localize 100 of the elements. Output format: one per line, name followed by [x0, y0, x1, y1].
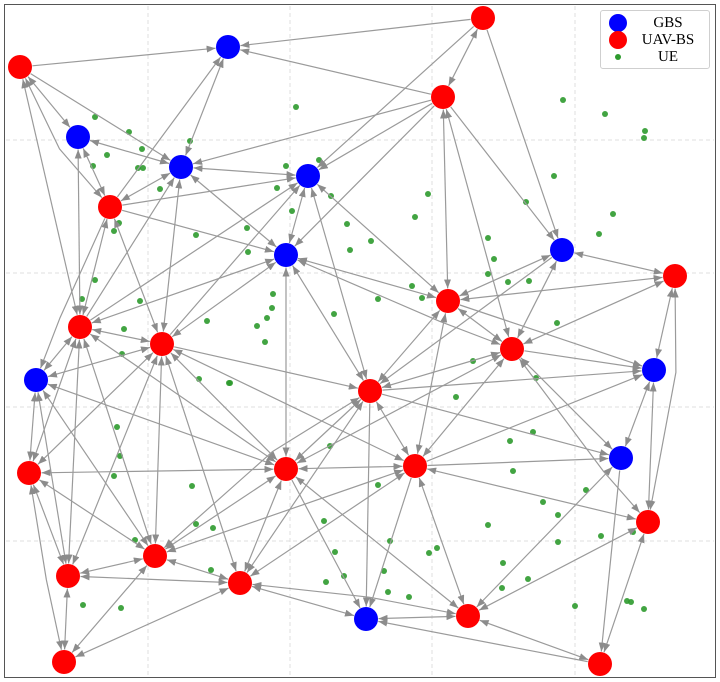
arrow — [380, 256, 552, 384]
arrow — [90, 182, 298, 321]
arrow — [378, 613, 456, 622]
arrow — [524, 350, 642, 370]
arrow — [519, 358, 640, 513]
arrow — [80, 557, 143, 575]
uav-bs-node — [17, 461, 41, 485]
arrow — [75, 588, 229, 658]
gbs-node — [216, 35, 240, 59]
uav-bs-node — [456, 604, 480, 628]
arrow — [174, 346, 358, 390]
arrow — [165, 356, 237, 572]
arrow — [574, 251, 663, 275]
arrow — [316, 184, 440, 294]
arrow — [30, 73, 171, 161]
arrow — [170, 352, 278, 461]
arrow — [122, 176, 296, 206]
arrow — [250, 472, 405, 577]
arrow — [166, 470, 404, 552]
arrow — [445, 108, 510, 338]
arrow — [44, 336, 72, 371]
arrow — [82, 148, 106, 196]
arrow — [316, 26, 474, 168]
arrow — [48, 346, 150, 378]
gbs-node — [354, 607, 378, 631]
arrow — [92, 258, 274, 324]
arrow — [24, 78, 102, 198]
uav-bs-node — [52, 650, 76, 674]
arrow — [598, 470, 620, 652]
arrow — [114, 218, 158, 333]
arrow — [376, 401, 410, 456]
arrow — [252, 586, 354, 616]
arrow — [252, 582, 456, 616]
arrow — [36, 392, 68, 564]
arrow — [86, 177, 175, 317]
arrow — [362, 403, 370, 607]
uav-bs-node — [403, 454, 427, 478]
arrow — [27, 392, 38, 461]
arrow — [80, 573, 228, 586]
uav-bs-node — [150, 332, 174, 356]
arrow — [378, 310, 440, 382]
arrow — [648, 288, 679, 510]
arrow — [294, 105, 435, 247]
uav-bs-node — [8, 55, 32, 79]
arrow — [448, 28, 478, 86]
uav-bs-node — [228, 571, 252, 595]
arrow — [295, 476, 459, 609]
arrow — [298, 258, 436, 298]
arrow — [62, 588, 70, 650]
arrow — [74, 150, 84, 314]
arrow — [450, 106, 555, 240]
uav-bs-node — [143, 544, 167, 568]
arrow — [523, 280, 664, 344]
arrow — [116, 56, 222, 198]
arrow — [296, 354, 502, 464]
arrow — [378, 620, 588, 662]
arrow — [160, 179, 182, 332]
arrow — [291, 480, 361, 608]
uav-bs-node — [274, 457, 298, 481]
arrow — [458, 308, 502, 342]
arrow — [294, 399, 362, 461]
arrow — [382, 352, 500, 388]
arrow — [459, 254, 551, 296]
arrow — [173, 348, 404, 462]
arrow — [476, 466, 613, 608]
arrow — [460, 304, 642, 367]
gbs-node — [169, 155, 193, 179]
arrow — [165, 475, 276, 550]
gbs-node — [642, 358, 666, 382]
arrow — [82, 218, 108, 316]
legend-label: UE — [658, 48, 678, 64]
arrow — [480, 620, 588, 660]
arrow — [166, 559, 228, 580]
arrow — [164, 397, 360, 548]
uav-bs-node — [56, 564, 80, 588]
arrow — [645, 382, 657, 510]
arrow — [520, 357, 613, 450]
arrow — [422, 358, 504, 457]
arrow — [170, 185, 300, 335]
arrow — [655, 288, 674, 358]
uav-bs-node — [500, 337, 524, 361]
arrow — [42, 390, 148, 546]
arrow — [292, 265, 364, 381]
arrow — [72, 565, 148, 653]
arrow — [92, 328, 150, 344]
arrow — [624, 381, 650, 447]
uav-bs-node — [471, 6, 495, 30]
arrow — [517, 260, 557, 338]
gbs-node — [24, 368, 48, 392]
arrow — [486, 30, 559, 238]
arrow — [440, 109, 451, 289]
arrow — [382, 394, 610, 456]
arrow — [427, 468, 636, 520]
arrow — [416, 313, 448, 454]
arrow — [282, 268, 290, 456]
arrow — [32, 484, 64, 565]
arrow — [48, 384, 274, 466]
arrow — [244, 480, 282, 572]
gbs-node — [296, 164, 320, 188]
gbs-node — [609, 446, 633, 470]
